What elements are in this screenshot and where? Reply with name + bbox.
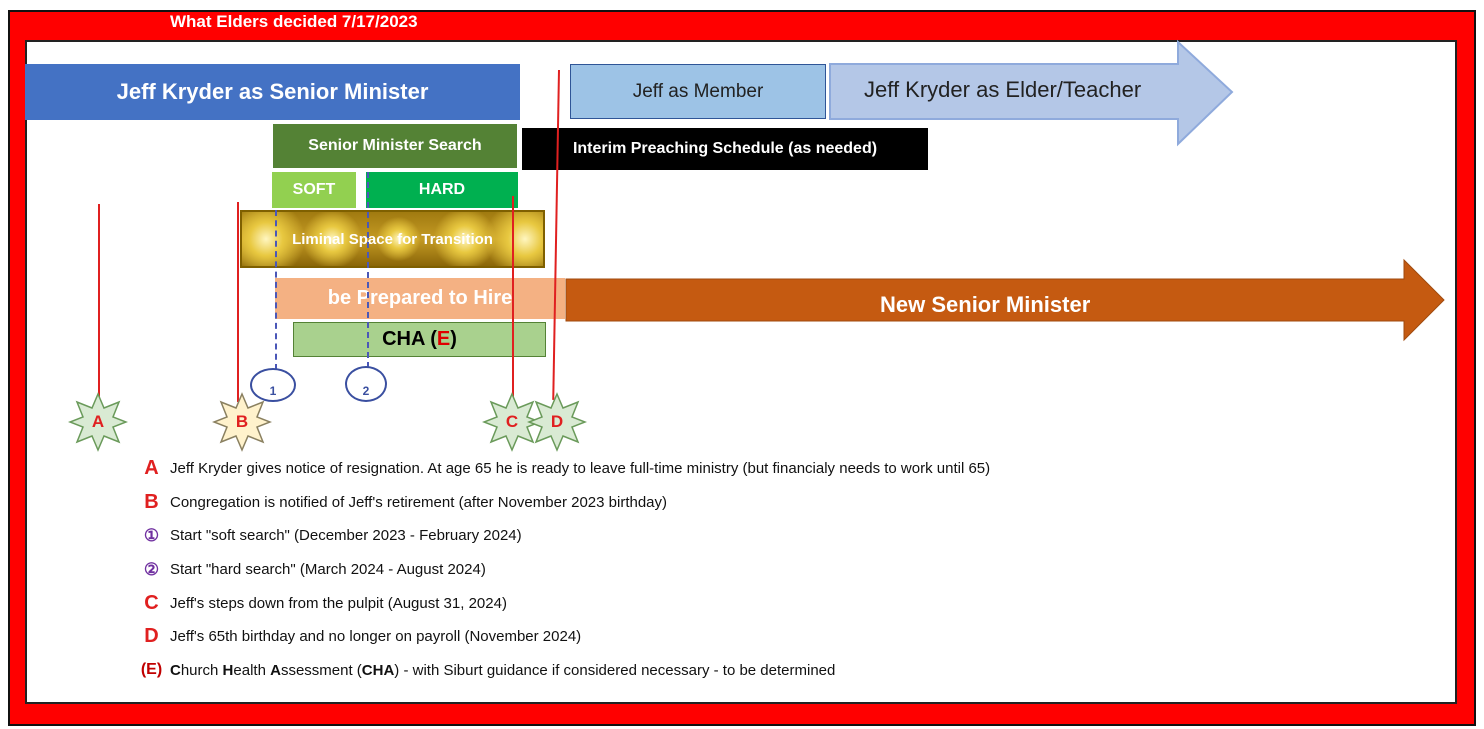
legend-text-part: ealth	[233, 661, 271, 679]
prepared-to-hire-bar: be Prepared to Hire	[275, 278, 565, 319]
marker-d-star: D	[526, 392, 588, 452]
soft-search-marker: 1	[250, 368, 296, 402]
hard-search-marker-label: 2	[362, 384, 370, 398]
soft-start-line	[275, 210, 277, 370]
legend-text-part: ssessment (	[280, 661, 362, 679]
star-icon	[211, 392, 273, 452]
legend-item: ② Start "hard search" (March 2024 - Augu…	[133, 553, 990, 587]
marker-a-line	[98, 204, 100, 400]
legend-text: Start "hard search" (March 2024 - August…	[170, 561, 486, 579]
senior-minister-search-bar: Senior Minister Search	[273, 124, 517, 168]
star-icon	[67, 392, 129, 452]
marker-c-label: C	[505, 412, 519, 431]
hard-start-line	[367, 172, 369, 368]
legend-text-bold: C	[170, 661, 181, 679]
legend-item: C Jeff's steps down from the pulpit (Aug…	[133, 586, 990, 620]
legend-text-part: hurch	[180, 661, 223, 679]
new-minister-arrow	[565, 258, 1445, 342]
legend-text-bold: H	[222, 661, 234, 679]
cha-bar: CHA (E)	[293, 322, 546, 357]
marker-c-line	[512, 196, 514, 400]
marker-a-label: A	[91, 412, 105, 431]
legend-text: Jeff's steps down from the pulpit (Augus…	[170, 594, 507, 612]
legend-text-bold: CHA	[361, 661, 395, 679]
legend-key: A	[144, 457, 159, 480]
elder-teacher-arrow	[829, 39, 1234, 147]
legend-key: ②	[143, 559, 160, 579]
star-icon	[526, 392, 588, 452]
liminal-space-bar: Liminal Space for Transition	[240, 210, 545, 268]
hard-search-bar: HARD	[366, 172, 518, 208]
legend-text-bold: A	[270, 661, 281, 679]
legend-text: Church Health Assessment (CHA) - with Si…	[170, 662, 835, 679]
legend-key: ①	[143, 525, 160, 545]
marker-a-star: A	[67, 392, 129, 452]
legend-item: D Jeff's 65th birthday and no longer on …	[133, 620, 990, 654]
interim-preaching-bar: Interim Preaching Schedule (as needed)	[522, 128, 928, 170]
legend-item: B Congregation is notified of Jeff's ret…	[133, 486, 990, 520]
star-icon	[481, 392, 543, 452]
legend-key: C	[144, 591, 159, 614]
legend-text: Start "soft search" (December 2023 - Feb…	[170, 527, 522, 545]
soft-search-marker-label: 1	[269, 384, 277, 398]
legend-text: Jeff Kryder gives notice of resignation.…	[170, 460, 991, 478]
senior-minister-bar: Jeff Kryder as Senior Minister	[25, 64, 520, 120]
frame-title: What Elders decided 7/17/2023	[170, 12, 418, 31]
cha-prefix: CHA (	[382, 328, 437, 350]
legend-key: D	[144, 625, 159, 648]
cha-suffix: )	[450, 328, 457, 350]
marker-c-star: C	[481, 392, 543, 452]
legend-key: B	[144, 490, 159, 513]
legend-item: (E) Church Health Assessment (CHA) - wit…	[133, 654, 990, 688]
marker-b-star: B	[211, 392, 273, 452]
marker-b-label: B	[235, 412, 249, 431]
soft-search-bar: SOFT	[272, 172, 356, 208]
legend-item: A Jeff Kryder gives notice of resignatio…	[133, 452, 990, 486]
legend-item: ① Start "soft search" (December 2023 - F…	[133, 519, 990, 553]
legend: A Jeff Kryder gives notice of resignatio…	[133, 452, 990, 687]
marker-d-label: D	[550, 412, 564, 431]
legend-key: (E)	[140, 661, 163, 679]
new-senior-minister-label: New Senior Minister	[880, 292, 1091, 317]
legend-text: Jeff's 65th birthday and no longer on pa…	[170, 628, 582, 646]
marker-b-line	[237, 202, 239, 402]
hard-search-marker: 2	[345, 366, 387, 402]
cha-letter: E	[436, 328, 451, 350]
elder-teacher-label: Jeff Kryder as Elder/Teacher	[864, 77, 1142, 102]
legend-text: Congregation is notified of Jeff's retir…	[170, 493, 668, 511]
legend-text-part: ) - with Siburt guidance if considered n…	[394, 661, 836, 679]
member-bar: Jeff as Member	[570, 64, 826, 119]
